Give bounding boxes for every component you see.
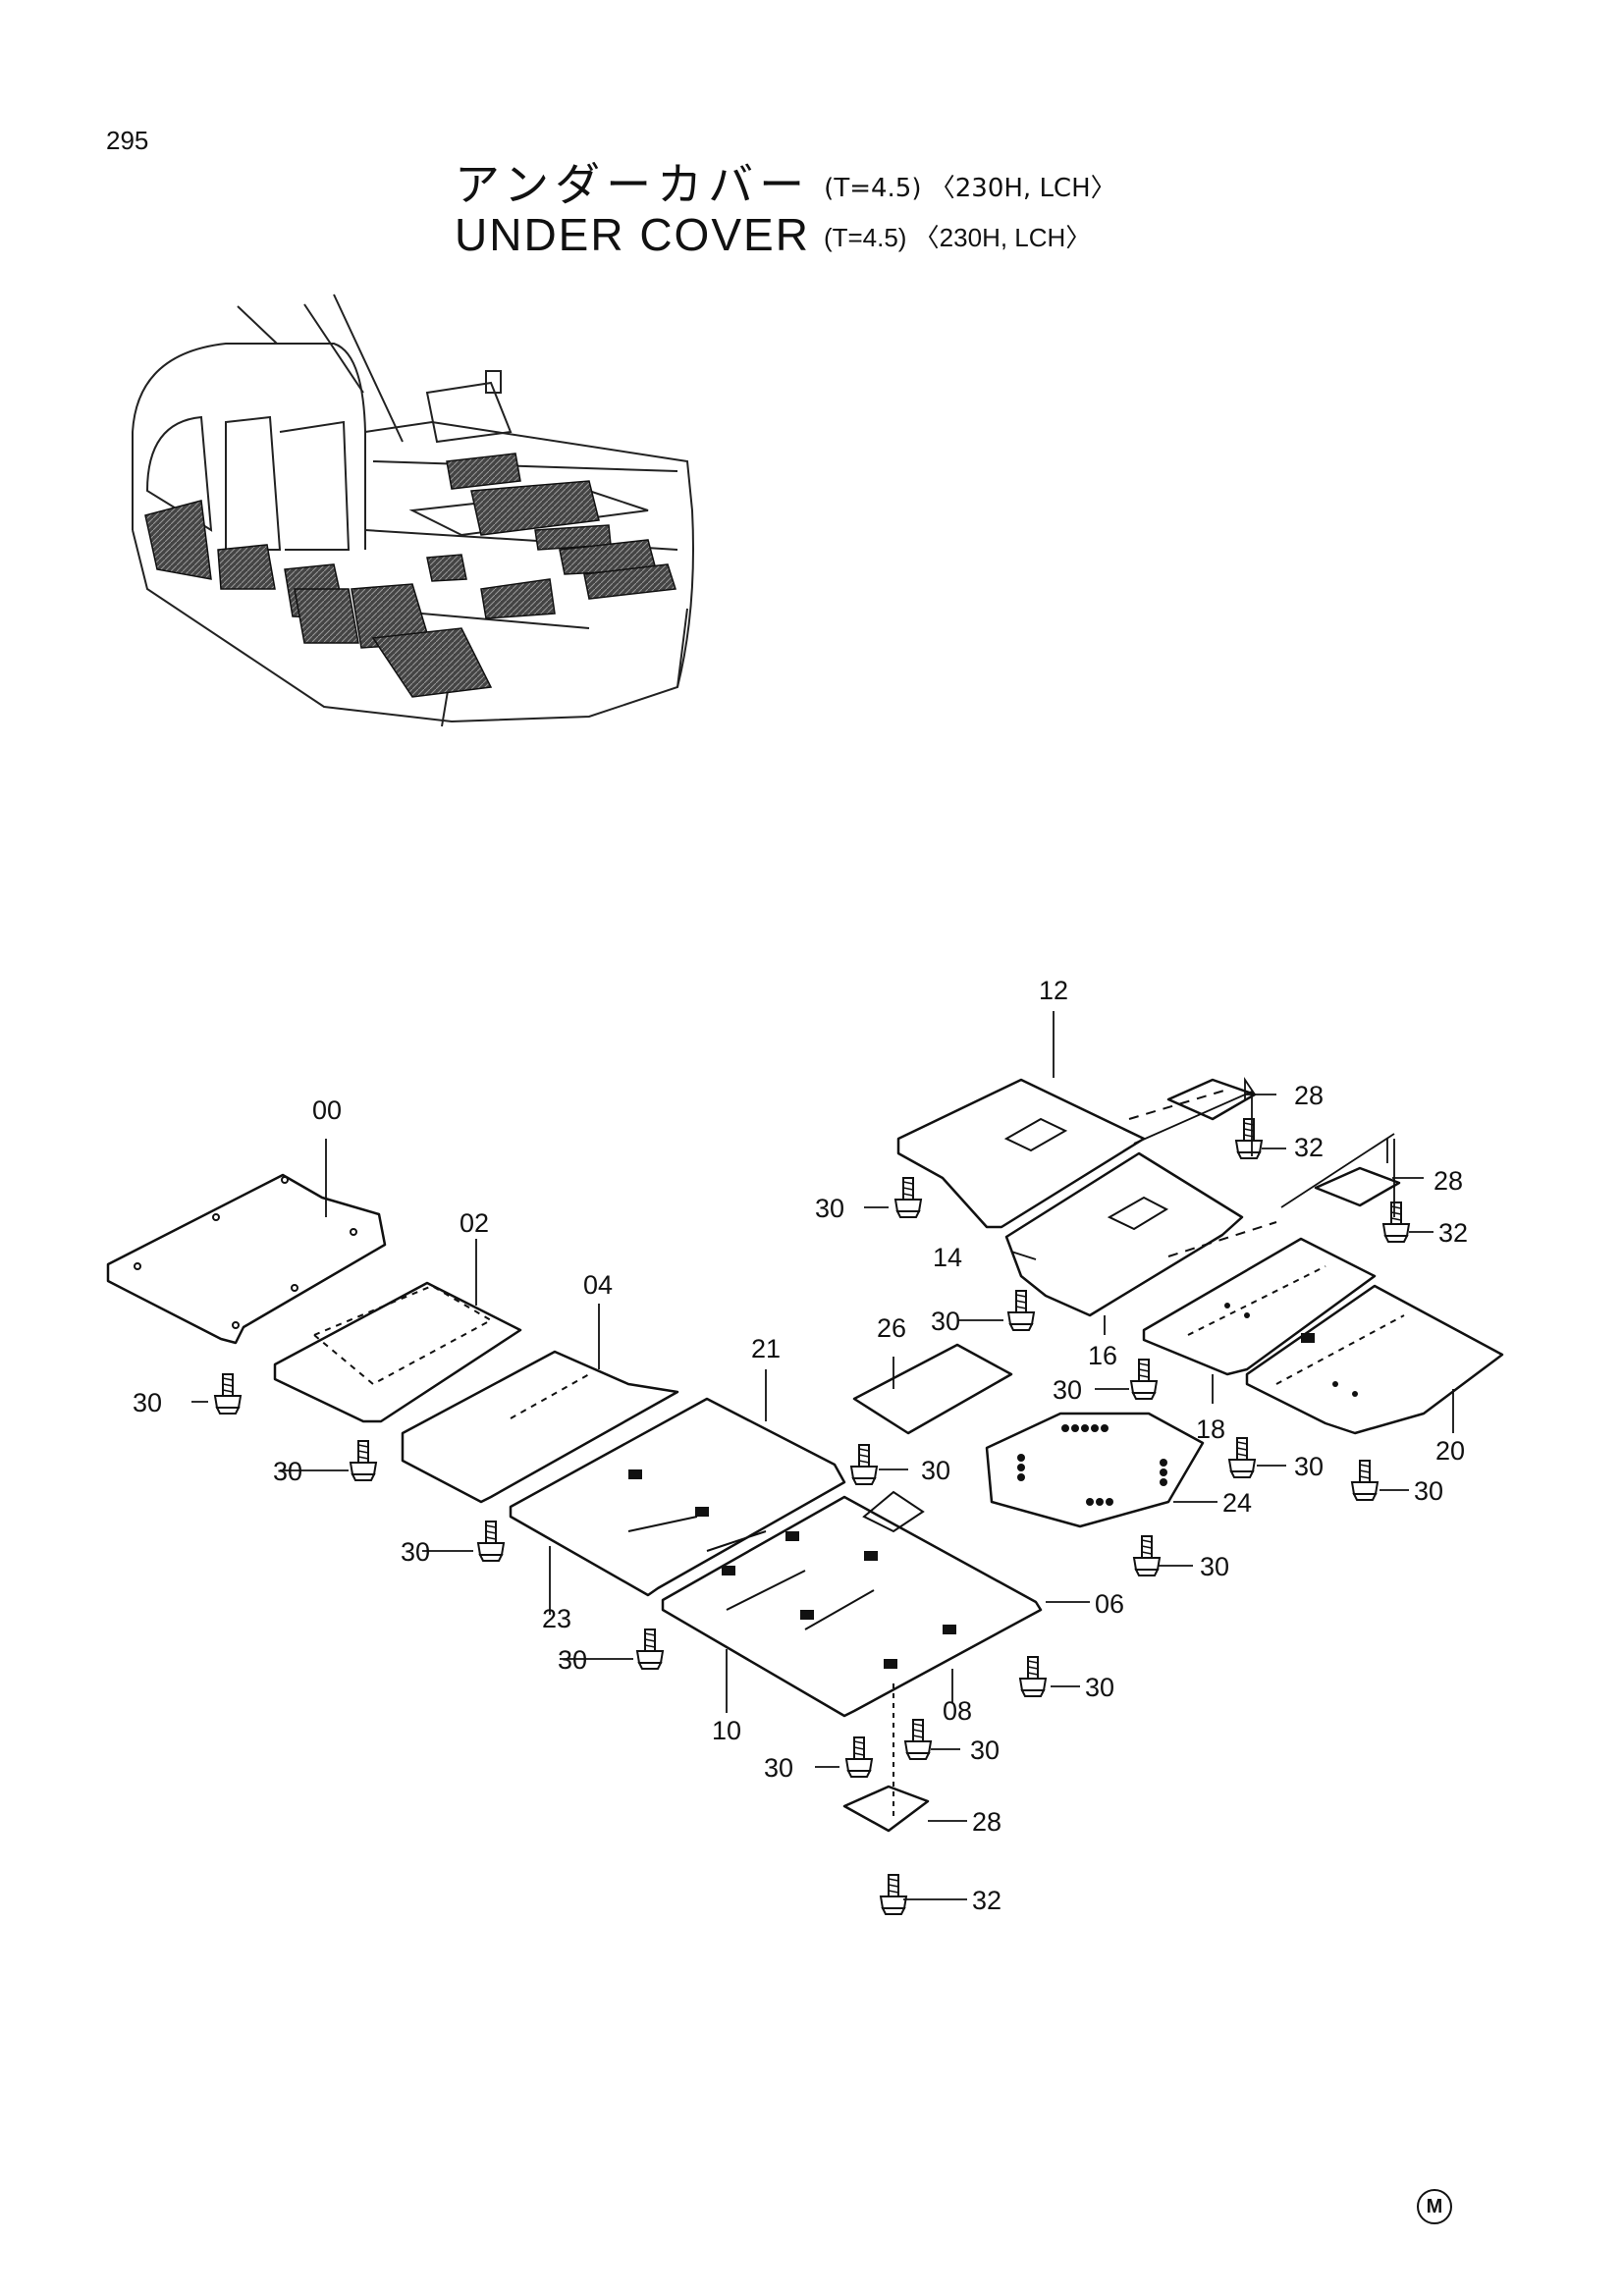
callout-10: 10 xyxy=(712,1716,741,1745)
callout-02: 02 xyxy=(460,1208,489,1238)
callout-23: 23 xyxy=(542,1604,571,1633)
callout-08: 08 xyxy=(943,1696,972,1726)
callout-32-c: 32 xyxy=(972,1886,1001,1915)
title-japanese: アンダーカバー (T=4.5) 〈230H, LCH〉 xyxy=(455,149,1116,214)
callout-18: 18 xyxy=(1196,1415,1225,1444)
page-number: 295 xyxy=(106,126,149,155)
callout-28-c: 28 xyxy=(972,1807,1001,1837)
callout-04: 04 xyxy=(583,1270,613,1300)
callout-30-d: 30 xyxy=(558,1645,587,1675)
panel-fasteners-small xyxy=(628,1303,1358,1669)
callout-28-a: 28 xyxy=(1294,1081,1324,1110)
machine-floor-hatched-panels xyxy=(144,453,676,698)
panel-18 xyxy=(1142,1237,1377,1376)
panel-00 xyxy=(106,1173,387,1345)
callout-30-k: 30 xyxy=(1200,1552,1229,1581)
panel-04 xyxy=(401,1350,679,1504)
bracket-28-c xyxy=(842,1785,930,1833)
callout-26: 26 xyxy=(877,1313,906,1343)
callout-30-m: 30 xyxy=(970,1735,1000,1765)
callout-labels: 00 02 04 21 23 10 06 08 26 24 12 14 16 1… xyxy=(133,976,1468,1915)
bracket-28-b xyxy=(1314,1166,1401,1207)
exploded-panels xyxy=(106,1078,1504,1833)
callout-30-g: 30 xyxy=(815,1194,844,1223)
callout-30-c: 30 xyxy=(401,1537,430,1567)
callout-21: 21 xyxy=(751,1334,781,1363)
title-jp-spec: (T=4.5) 〈230H, LCH〉 xyxy=(824,174,1116,203)
callout-32-b: 32 xyxy=(1438,1218,1468,1248)
callout-30-e: 30 xyxy=(921,1456,950,1485)
callout-14: 14 xyxy=(933,1243,962,1272)
callout-20: 20 xyxy=(1435,1436,1465,1466)
callout-30-l: 30 xyxy=(1085,1673,1114,1702)
callout-30-j: 30 xyxy=(1414,1476,1443,1506)
panel-26 xyxy=(852,1343,1013,1435)
title-english: UNDER COVER (T=4.5) 〈230H, LCH〉 xyxy=(455,208,1091,261)
callout-30-n: 30 xyxy=(764,1753,793,1783)
panel-12 xyxy=(896,1078,1146,1229)
callout-30-a: 30 xyxy=(133,1388,162,1417)
callout-12: 12 xyxy=(1039,976,1068,1005)
callout-00: 00 xyxy=(312,1095,342,1125)
manufacturer-mark: M xyxy=(1417,2189,1452,2224)
panel-details xyxy=(134,1089,1405,1816)
title-en-text: UNDER COVER xyxy=(455,209,810,260)
panel-02 xyxy=(273,1281,522,1423)
callout-16: 16 xyxy=(1088,1341,1117,1370)
callout-06: 06 xyxy=(1095,1589,1124,1619)
callout-30-b: 30 xyxy=(273,1457,302,1486)
leader-lines xyxy=(191,1011,1454,1900)
panel-24 xyxy=(985,1412,1205,1528)
callout-30-h: 30 xyxy=(1053,1375,1082,1405)
panel-10-06 xyxy=(661,1495,1043,1718)
title-jp-text: アンダーカバー xyxy=(455,158,811,211)
panel-20 xyxy=(1245,1284,1504,1435)
callout-30-f: 30 xyxy=(931,1307,960,1336)
title-en-spec: (T=4.5) 〈230H, LCH〉 xyxy=(823,223,1092,252)
bracket-28-a xyxy=(1166,1078,1257,1121)
panel-14-16 xyxy=(1004,1151,1244,1317)
callout-32-a: 32 xyxy=(1294,1133,1324,1162)
callout-28-b: 28 xyxy=(1434,1166,1463,1196)
callout-30-i: 30 xyxy=(1294,1452,1324,1481)
callout-24: 24 xyxy=(1222,1488,1252,1518)
